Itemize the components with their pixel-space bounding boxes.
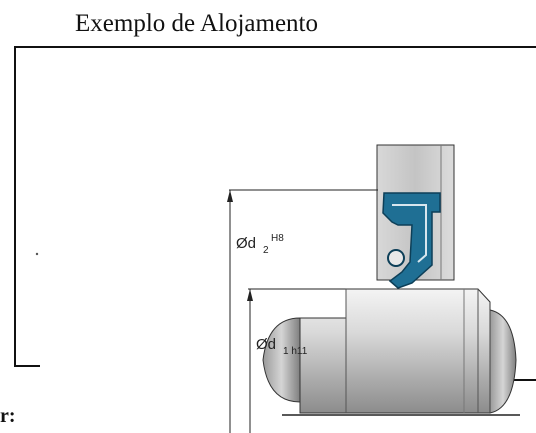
d2-arrowhead	[227, 190, 233, 202]
d1-label: Ød 1 h11	[256, 336, 308, 357]
frame-bottom-right-border	[500, 379, 536, 381]
seal-profile	[382, 192, 441, 289]
d2-label: Ød 2 H8	[236, 233, 284, 256]
d2-tolerance-text: H8	[271, 233, 284, 244]
frame-left-border	[14, 46, 16, 366]
d1-arrowhead	[247, 289, 253, 301]
d2-subscript-text: 2	[263, 245, 269, 256]
d1-symbol-text: Ød	[256, 336, 276, 353]
d1-subscript-text: 1 h11	[283, 346, 308, 357]
frame-top-border	[14, 46, 536, 48]
partial-text: r:	[0, 405, 16, 427]
stray-dot	[35, 252, 39, 256]
figure-title: Exemplo de Alojamento	[75, 10, 319, 37]
shaft	[262, 288, 520, 416]
d2-symbol-text: Ød	[236, 235, 256, 252]
frame-bottom-border	[14, 365, 40, 367]
